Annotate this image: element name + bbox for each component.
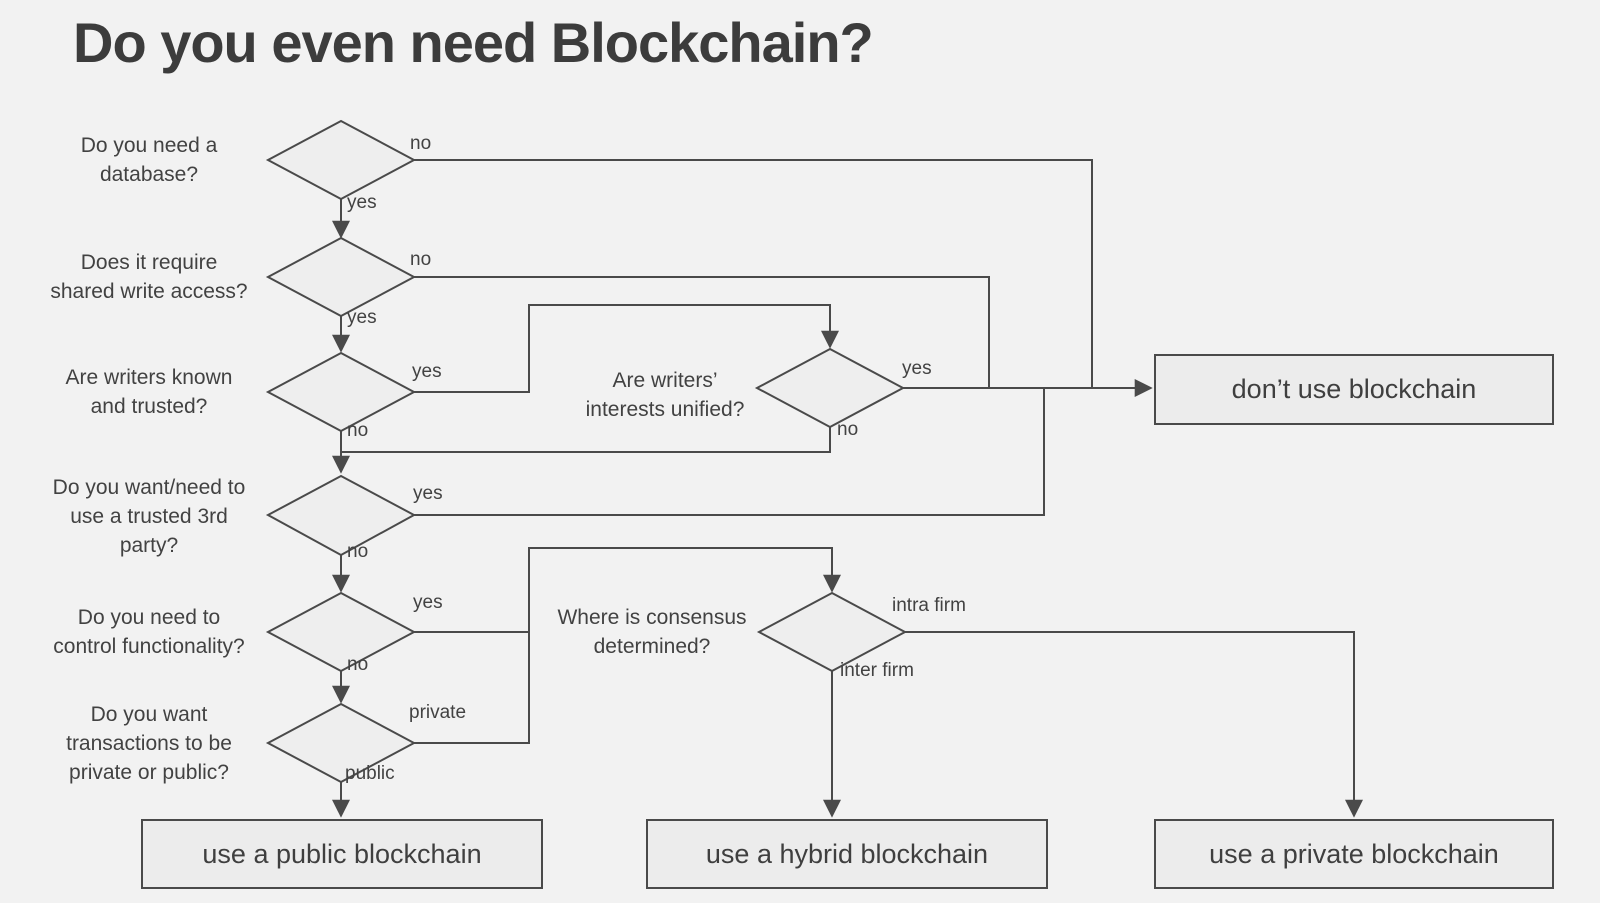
- question-trusted-third-party: Do you want/need to use a trusted 3rd pa…: [52, 476, 246, 557]
- edge-transactions-private: [414, 547, 841, 744]
- question-writers-known: Are writers known and trusted?: [65, 366, 233, 418]
- question-private-or-public: Do you want transactions to be private o…: [66, 703, 232, 784]
- edge-label-control-functionality-no: no: [347, 654, 369, 675]
- outcome-dont-use-blockchain: don’t use blockchain: [1154, 354, 1554, 425]
- outcome-private-blockchain: use a private blockchain: [1154, 819, 1554, 889]
- edge-label-consensus-inter-firm: inter firm: [840, 660, 914, 681]
- page-title: Do you even need Blockchain?: [73, 11, 874, 74]
- edge-label-writers-known-yes: yes: [412, 361, 442, 382]
- diamond-writers-known: [265, 351, 417, 433]
- edge-label-writers-interests-yes: yes: [902, 358, 932, 379]
- edge-label-database-no: no: [410, 133, 432, 154]
- edge-label-trusted-third-party-no: no: [347, 541, 369, 562]
- outcome-hybrid-blockchain: use a hybrid blockchain: [646, 819, 1048, 889]
- edge-label-control-functionality-yes: yes: [413, 592, 443, 613]
- diamond-trusted-third-party: [265, 474, 417, 557]
- question-shared-write: Does it require shared write access?: [50, 251, 248, 303]
- diamond-private-or-public: [265, 702, 417, 784]
- diamond-consensus: [756, 591, 908, 673]
- diamond-control-functionality: [265, 591, 417, 673]
- edge-label-transactions-public: public: [345, 763, 395, 784]
- edge-consensus-intra-firm: [905, 631, 1363, 818]
- diamond-shared-write: [265, 236, 417, 318]
- edge-writers-interests-no: [341, 427, 831, 453]
- edge-label-database-yes: yes: [347, 192, 377, 213]
- edge-label-shared-write-no: no: [410, 249, 432, 270]
- edge-shared-write-no: [414, 276, 990, 387]
- edge-trusted-third-party-yes: [414, 389, 1045, 516]
- question-consensus: Where is consensus determined?: [557, 606, 747, 658]
- edge-label-transactions-private: private: [409, 702, 467, 723]
- edge-label-trusted-third-party-yes: yes: [413, 483, 443, 504]
- edge-writers-known-yes: [414, 304, 839, 393]
- question-database: Do you need a database?: [80, 134, 218, 186]
- diamond-database: [265, 119, 417, 201]
- question-control-functionality: Do you need to control functionality?: [53, 606, 245, 658]
- edge-label-shared-write-yes: yes: [347, 307, 377, 328]
- edge-label-consensus-intra-firm: intra firm: [892, 595, 966, 616]
- outcome-public-blockchain: use a public blockchain: [141, 819, 543, 889]
- question-writers-interests: Are writers’ interests unified?: [585, 369, 745, 421]
- edge-label-writers-known-no: no: [347, 420, 369, 441]
- edge-label-writers-interests-no: no: [837, 419, 859, 440]
- edge-database-no: [414, 159, 1093, 387]
- diamond-writers-interests: [754, 347, 906, 429]
